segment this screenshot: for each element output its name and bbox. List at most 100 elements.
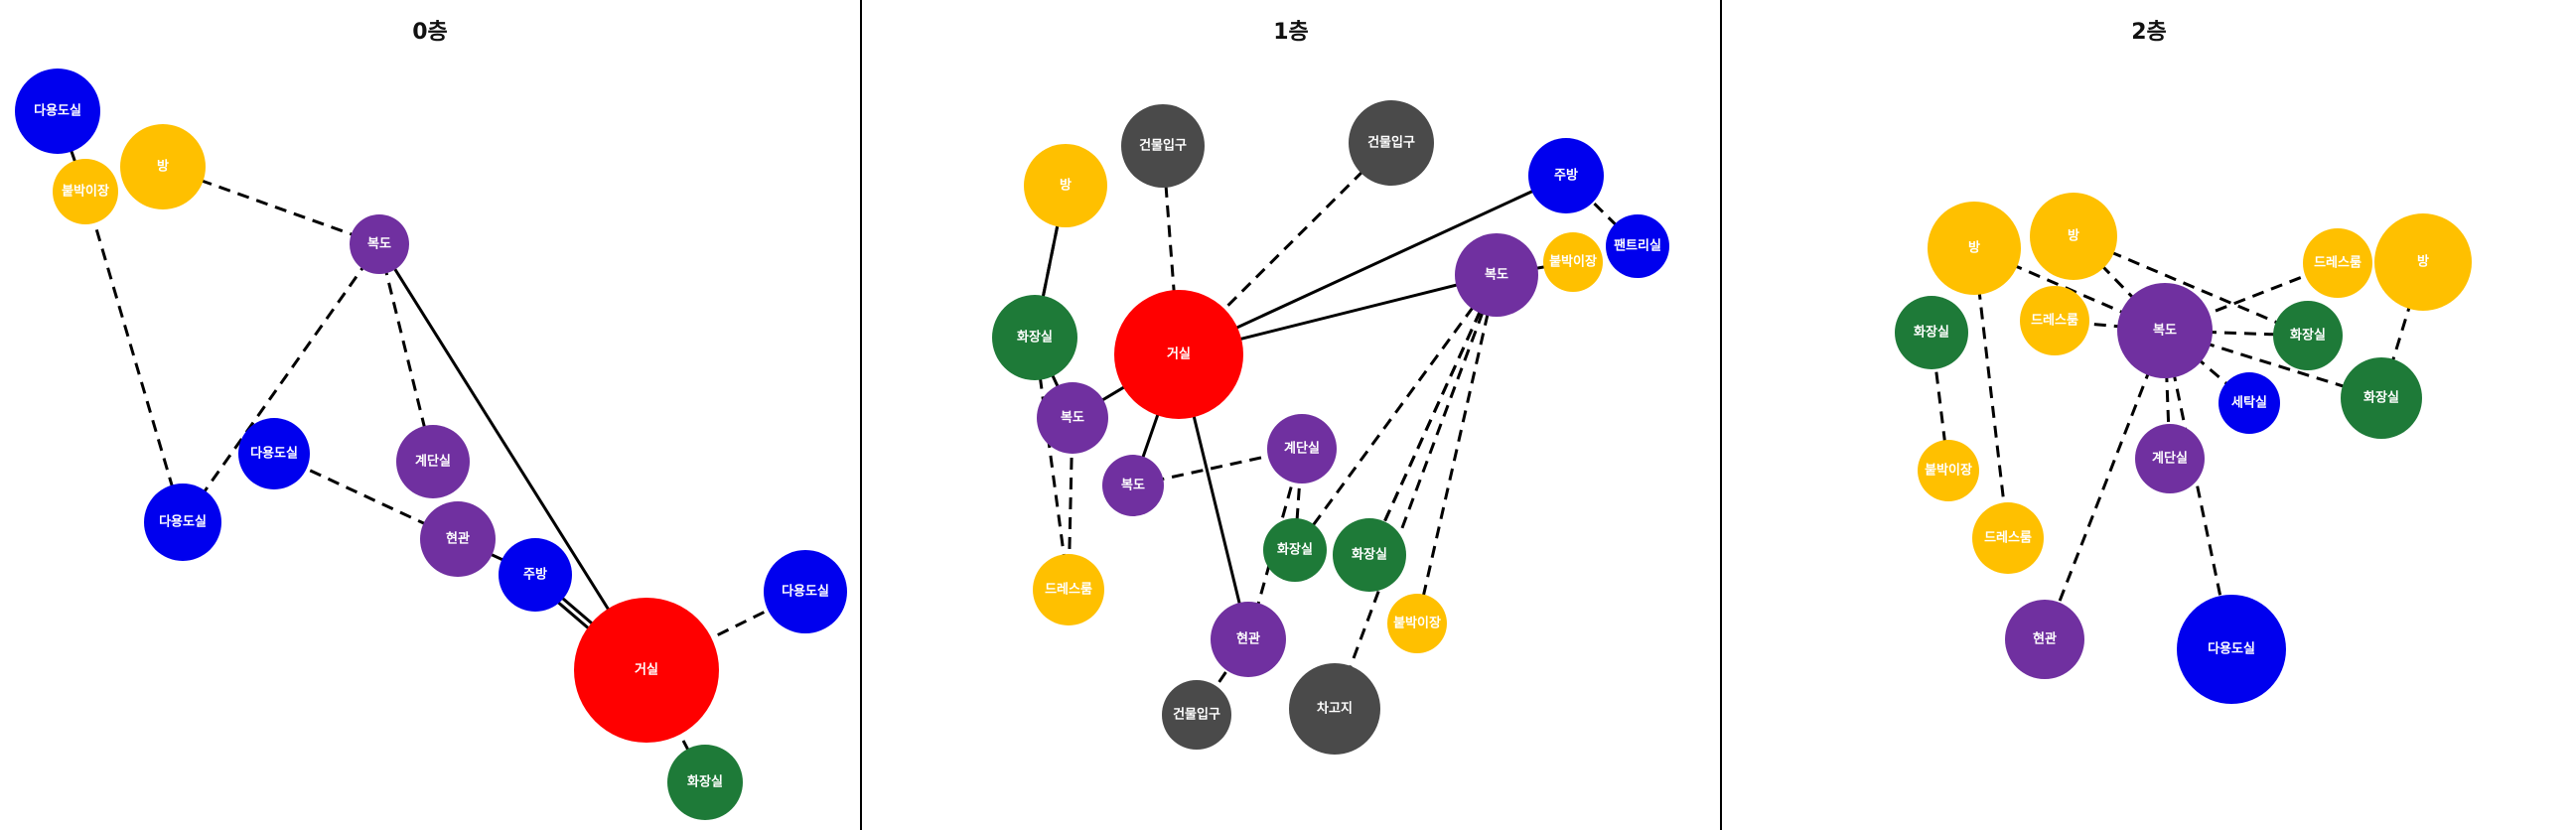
room-node-circle xyxy=(1162,680,1231,750)
room-node: 붙박이장 xyxy=(1543,232,1603,292)
room-node-label: 세탁실 xyxy=(2231,395,2267,411)
room-node-label: 차고지 xyxy=(1317,701,1353,717)
room-node-circle xyxy=(1263,518,1327,582)
room-node-circle xyxy=(992,295,1077,380)
room-node-circle xyxy=(2273,301,2343,370)
room-node-circle xyxy=(2303,228,2372,298)
room-node: 거실 xyxy=(1114,290,1243,419)
room-node-circle xyxy=(1033,554,1104,625)
room-node-label: 화장실 xyxy=(1352,547,1387,563)
room-node: 거실 xyxy=(574,598,719,743)
room-node-circle xyxy=(2374,213,2472,311)
room-node-circle xyxy=(667,745,743,820)
room-node-label: 화장실 xyxy=(1017,330,1053,346)
room-node: 붙박이장 xyxy=(1918,440,1979,501)
room-node: 화장실 xyxy=(667,745,743,820)
graph-edge xyxy=(1195,638,1250,716)
room-node-circle xyxy=(1895,296,1968,369)
room-node-label: 붙박이장 xyxy=(1549,254,1597,270)
panel-title: 2층 xyxy=(2131,20,2167,45)
room-node: 다용도실 xyxy=(238,418,310,489)
room-node: 주방 xyxy=(1528,138,1604,213)
room-node-label: 화장실 xyxy=(2290,328,2326,344)
room-node-circle xyxy=(1267,414,1337,484)
room-node-label: 다용도실 xyxy=(34,103,81,119)
room-node: 계단실 xyxy=(396,425,470,498)
room-node: 팬트리실 xyxy=(1606,214,1669,278)
room-node: 건물입구 xyxy=(1121,104,1205,188)
room-node: 방 xyxy=(2030,193,2117,280)
room-node-circle xyxy=(53,159,118,224)
graph-edge xyxy=(181,243,381,523)
room-node-circle xyxy=(1543,232,1603,292)
room-node: 다용도실 xyxy=(144,484,221,561)
room-node-circle xyxy=(15,69,100,154)
room-node: 복도 xyxy=(2117,283,2213,378)
room-node: 다용도실 xyxy=(764,550,847,633)
room-node-label: 화장실 xyxy=(1914,325,1949,341)
room-node-label: 방 xyxy=(2068,228,2079,244)
room-node-label: 팬트리실 xyxy=(1614,238,1661,254)
room-node-label: 붙박이장 xyxy=(62,184,109,200)
room-node-circle xyxy=(350,214,409,274)
room-node-circle xyxy=(1102,455,1164,516)
room-node: 계단실 xyxy=(2135,424,2205,493)
room-node-circle xyxy=(499,538,572,612)
room-node-circle xyxy=(1024,144,1107,227)
room-node-label: 방 xyxy=(1060,178,1072,194)
panel-title: 0층 xyxy=(412,20,448,45)
graph-edge xyxy=(377,243,648,671)
room-node-label: 계단실 xyxy=(415,454,451,470)
room-node: 드레스룸 xyxy=(2303,228,2372,298)
graph-edge xyxy=(2163,330,2233,650)
room-node: 건물입구 xyxy=(1162,680,1231,750)
room-node-label: 다용도실 xyxy=(159,514,207,530)
room-node-label: 현관 xyxy=(446,531,470,547)
room-node-circle xyxy=(2135,424,2205,493)
room-node-label: 드레스룸 xyxy=(1984,530,2032,546)
room-node: 다용도실 xyxy=(2177,595,2286,704)
room-node: 화장실 xyxy=(1263,518,1327,582)
room-node-label: 화장실 xyxy=(2363,390,2399,406)
room-node-label: 드레스룸 xyxy=(2314,255,2361,271)
room-node: 화장실 xyxy=(1333,518,1406,592)
room-node-circle xyxy=(396,425,470,498)
room-node: 방 xyxy=(2374,213,2472,311)
room-node-circle xyxy=(1349,100,1434,186)
room-node: 화장실 xyxy=(992,295,1077,380)
room-node: 드레스룸 xyxy=(1033,554,1104,625)
room-node: 다용도실 xyxy=(15,69,100,154)
room-node-label: 건물입구 xyxy=(1173,707,1220,723)
room-node-circle xyxy=(1387,594,1447,653)
room-node-circle xyxy=(1528,138,1604,213)
room-node: 복도 xyxy=(1102,455,1164,516)
panel-divider xyxy=(1720,0,1722,830)
room-node-label: 현관 xyxy=(2033,631,2057,647)
graph-edge xyxy=(1972,247,2010,539)
room-node: 현관 xyxy=(1211,602,1286,677)
room-node: 방 xyxy=(1024,144,1107,227)
room-node-label: 방 xyxy=(1968,240,1980,256)
room-node-label: 방 xyxy=(2417,254,2429,270)
graph-edge xyxy=(1161,145,1181,355)
room-node: 현관 xyxy=(420,501,496,577)
room-node-label: 복도 xyxy=(2153,324,2177,339)
room-node-label: 계단실 xyxy=(2152,451,2188,467)
room-node: 복도 xyxy=(350,214,409,274)
room-node: 현관 xyxy=(2005,600,2084,679)
graph-edge xyxy=(1415,274,1499,624)
room-node-circle xyxy=(1918,440,1979,501)
room-node-circle xyxy=(2020,286,2089,355)
room-node-circle xyxy=(1972,502,2044,574)
graph-edge xyxy=(83,191,185,523)
room-node-circle xyxy=(2117,283,2213,378)
room-node-label: 화장실 xyxy=(1277,542,1313,558)
room-node-circle xyxy=(1455,233,1538,317)
room-node-label: 붙박이장 xyxy=(1393,616,1441,631)
room-node-circle xyxy=(1333,518,1406,592)
room-node-label: 계단실 xyxy=(1284,441,1320,457)
